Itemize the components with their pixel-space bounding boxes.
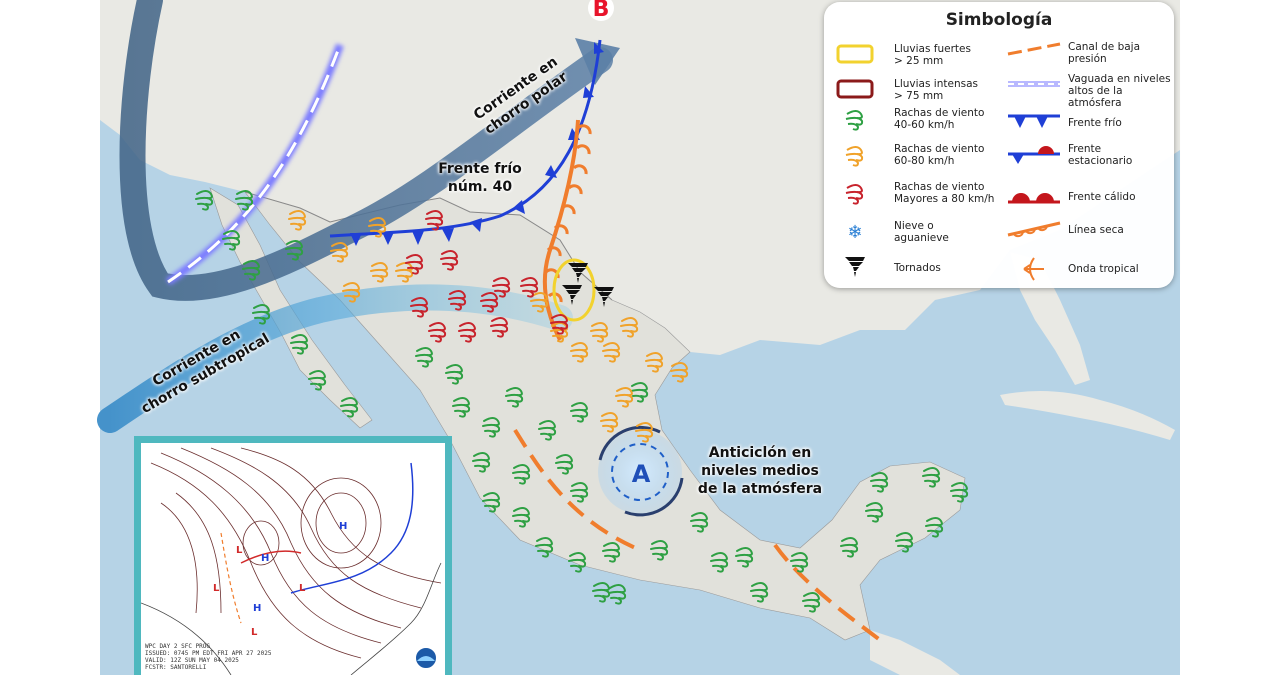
anticyclone-ring [611, 443, 669, 501]
legend-item-label: aguanieve [894, 232, 949, 244]
inset-low-label: L [251, 627, 258, 638]
dry-line-scallops [544, 124, 592, 303]
legend-item: Línea seca [1068, 224, 1124, 236]
legend-item-label: Frente frío [1068, 117, 1122, 129]
legend-item-label: > 75 mm [894, 90, 944, 102]
low-pressure-letter: B [593, 0, 610, 22]
inset-high-label: H [339, 521, 347, 532]
anticyclone-label-line: niveles medios [701, 463, 819, 479]
legend-title: Simbología [945, 10, 1053, 30]
left-margin [0, 0, 100, 675]
legend-item: Onda tropical [1068, 263, 1139, 275]
legend-item-label: Lluvias intensas [894, 78, 978, 90]
legend-item-label: estacionario [1068, 155, 1133, 167]
legend-item-label: Frente cálido [1068, 191, 1136, 203]
inset-high-label: H [261, 553, 269, 564]
cold-front-triangles [350, 42, 604, 246]
yellow-box-icon [836, 44, 874, 64]
tropical-wave-icon [1023, 257, 1044, 281]
upper-trough-icon [1008, 81, 1060, 87]
anticyclone-arrow [624, 477, 684, 517]
red-box-icon [836, 79, 874, 99]
anticyclone-letter: A [632, 460, 651, 488]
cold-front-icon [1008, 114, 1060, 128]
inset-footer-line: WPC DAY 2 SFC PROG [145, 643, 211, 650]
low-pressure-trough-2 [773, 543, 882, 642]
legend-item-label: presión [1068, 53, 1107, 65]
stationary-front-icon [1008, 146, 1060, 164]
anticyclone-area [598, 430, 682, 514]
low-pressure-marker-bg [588, 0, 614, 21]
inset-low-label: L [299, 583, 306, 594]
legend-item-label: Línea seca [1068, 224, 1124, 236]
inset-dry-line [220, 532, 242, 624]
heavy-rain-area [552, 258, 596, 322]
snowflake-icon: ❄ [847, 222, 862, 242]
right-margin [1180, 0, 1280, 675]
inset-high-label: H [253, 603, 261, 614]
legend-item-label: Lluvias fuertes [894, 43, 971, 55]
inset-isobars [150, 447, 442, 659]
cold-front-label-line: Frente frío [438, 161, 522, 177]
legend-item-label: Frente [1068, 143, 1102, 155]
legend-item-label: Onda tropical [1068, 263, 1139, 275]
us-mexico-border [244, 191, 613, 301]
inset-footer-line: FCSTR: SANTORELLI [145, 664, 207, 671]
legend-item-label: Rachas de viento [894, 107, 985, 119]
legend-item: Tornados [894, 262, 941, 274]
legend-item: Lluvias intensas> 75 mm [894, 78, 978, 102]
legend-item: Frente frío [1068, 117, 1122, 129]
legend-item-label: Rachas de viento [894, 181, 985, 193]
legend-item-label: 60-80 km/h [894, 155, 955, 167]
inset-warm-front [240, 550, 302, 564]
inset-footer-line: VALID: 12Z SUN MAY 04 2025 [145, 657, 239, 664]
green-wind-gust-icon [845, 110, 864, 131]
cuba [1000, 391, 1175, 440]
inset-footer: WPC DAY 2 SFC PROG ISSUED: 0745 PM EDT F… [145, 643, 271, 671]
legend-item-label: Mayores a 80 km/h [894, 193, 995, 205]
inset-low-label: L [236, 545, 243, 556]
legend-item-label: Rachas de viento [894, 143, 985, 155]
legend-item-label: Canal de baja [1068, 41, 1141, 53]
tornado-icon [845, 257, 865, 277]
noaa-logo-wave [417, 656, 435, 661]
cold-front-label-line: núm. 40 [447, 179, 513, 195]
inset-cold-front [290, 462, 414, 594]
legend-item-label: Nieve o [894, 220, 934, 232]
legend-item-label: Tornados [894, 262, 941, 274]
orange-wind-gust-icon [845, 146, 864, 167]
inset-map-graphic: H H H L L L L [140, 443, 445, 676]
legend-item-label: Vaguada en niveles [1068, 73, 1171, 85]
anticyclone-label-line: de la atmósfera [697, 481, 823, 497]
upper-level-trough-dash [167, 44, 342, 284]
inset-coastline [140, 562, 442, 676]
legend-item: Lluvias fuertes> 25 mm [894, 43, 971, 67]
central-america [870, 630, 960, 675]
inset-map-frame: H H H L L L L WPC DAY 2 SFC PROG ISSUED:… [140, 443, 445, 676]
cold-front-label: Frente frío núm. 40 [430, 160, 530, 196]
legend-item-label: altos de la atmósfera [1068, 85, 1123, 109]
legend-item-label: > 25 mm [894, 55, 944, 67]
legend-item-label: 40-60 km/h [894, 119, 955, 131]
dry-line-icon [1007, 221, 1061, 238]
legend-item: Frente cálido [1068, 191, 1136, 203]
anticyclone-label: Anticiclón en niveles medios de la atmós… [690, 444, 830, 498]
warm-front-icon [1008, 193, 1060, 204]
low-pressure-trough-icon [1007, 42, 1061, 56]
inset-low-label: L [213, 583, 220, 594]
low-pressure-trough-1 [513, 428, 641, 552]
red-wind-gust-icon [845, 184, 864, 205]
inset-surface-forecast-map: H H H L L L L WPC DAY 2 SFC PROG ISSUED:… [134, 436, 452, 676]
svg-text:❄: ❄ [847, 222, 862, 242]
inset-footer-line: ISSUED: 0745 PM EDT FRI APR 27 2025 [145, 650, 272, 657]
anticyclone-label-line: Anticiclón en [708, 445, 812, 461]
